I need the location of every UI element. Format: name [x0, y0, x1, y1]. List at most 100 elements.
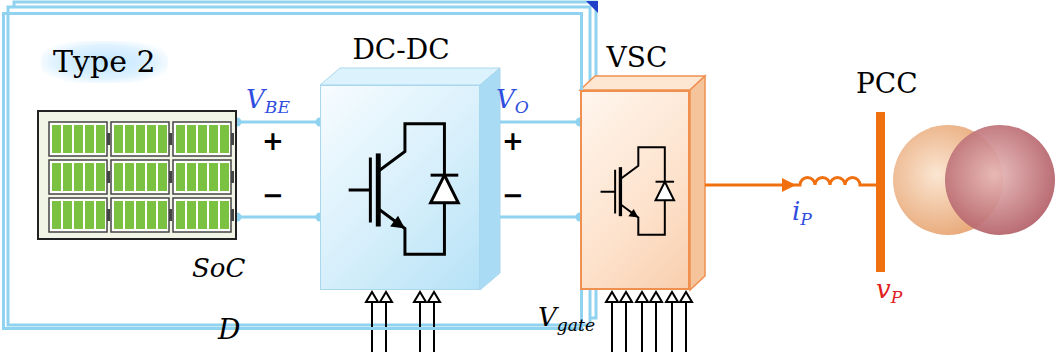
cell-bar [85, 163, 94, 191]
cell-bar [96, 163, 105, 191]
cell-bar [220, 201, 229, 229]
vsc-converter: VSC [580, 90, 690, 290]
cell-bar [176, 125, 185, 153]
cell-bar [136, 163, 145, 191]
igbt-symbol [582, 92, 688, 288]
cell-bar [52, 163, 61, 191]
cell-bar [187, 125, 196, 153]
signal-label: Vgate [538, 304, 595, 330]
battery-cell [111, 198, 169, 232]
cell-bar [74, 125, 83, 153]
battery-cell [173, 198, 231, 232]
cell-bar [85, 125, 94, 153]
cell-bar [74, 201, 83, 229]
cell-bar [125, 163, 134, 191]
cell-terminal [169, 209, 172, 221]
subscript: O [515, 97, 529, 117]
collector [620, 147, 664, 181]
cell-bar [136, 125, 145, 153]
subscript: P [891, 287, 903, 307]
cell-bar [158, 163, 167, 191]
emitter-arrow [628, 209, 638, 218]
igbt-lines [601, 147, 675, 234]
box-side-face [690, 76, 705, 290]
battery-cell [173, 122, 231, 156]
igbt-lines [349, 124, 459, 254]
cell-terminal [231, 133, 234, 145]
battery-cell [173, 160, 231, 194]
box-top-face [580, 76, 705, 90]
polarity-sign: − [262, 182, 284, 208]
cell-terminal [107, 133, 110, 145]
voltage-label: VBE [246, 86, 290, 112]
collector [378, 124, 444, 175]
channel [619, 167, 622, 216]
cell-bar [220, 163, 229, 191]
signal-label: D [218, 316, 240, 344]
cell-bar [187, 163, 196, 191]
cell-bar [147, 125, 156, 153]
subscript: BE [265, 97, 290, 117]
battery-cell [111, 122, 169, 156]
cell-bar [209, 201, 218, 229]
cell-bar [114, 125, 123, 153]
dcdc-converter: DC-DC [320, 85, 480, 290]
battery-cell [49, 122, 107, 156]
cell-bar [198, 163, 207, 191]
cell-bar [85, 201, 94, 229]
cell-bar [125, 125, 134, 153]
wire [237, 216, 320, 219]
cell-terminal [169, 171, 172, 183]
cell-terminal [231, 209, 234, 221]
cell-bar [198, 201, 207, 229]
cell-bar [52, 201, 61, 229]
polarity-sign: + [502, 128, 524, 154]
transformer-winding [945, 125, 1055, 235]
cell-bar [63, 125, 72, 153]
gate-lead [349, 157, 371, 222]
current-label: iP [792, 198, 812, 224]
cell-bar [198, 125, 207, 153]
battery-cells [39, 112, 235, 238]
diode-body [656, 182, 675, 201]
cell-bar [125, 201, 134, 229]
emitter [620, 200, 664, 234]
cell-bar [176, 163, 185, 191]
cell-bar [136, 201, 145, 229]
battery-pack: SoC [37, 110, 237, 240]
cell-bar [209, 163, 218, 191]
polarity-sign: − [502, 182, 524, 208]
cell-bar [158, 201, 167, 229]
battery-cell [49, 160, 107, 194]
voltage-label: VO [496, 86, 529, 112]
corner-mark [586, 1, 598, 13]
cell-bar [176, 201, 185, 229]
wire [500, 121, 580, 124]
cell-bar [209, 125, 218, 153]
cell-bar [147, 201, 156, 229]
cell-bar [52, 125, 61, 153]
back-frame [8, 7, 590, 325]
cell-terminal [231, 171, 234, 183]
dc-wire [500, 118, 585, 222]
channel [376, 153, 381, 226]
cell-bar [63, 201, 72, 229]
dc-wire [233, 118, 325, 222]
emitter [378, 203, 444, 254]
cell-bar [114, 163, 123, 191]
cell-terminal [169, 133, 172, 145]
converter-title: DC-DC [311, 36, 491, 64]
soc-label: SoC [192, 255, 245, 281]
cell-terminal [107, 209, 110, 221]
gate-arrows [606, 292, 692, 352]
cell-terminal [107, 171, 110, 183]
wire [500, 216, 580, 219]
battery-cell [49, 198, 107, 232]
cell-bar [96, 125, 105, 153]
box-top-face [320, 68, 500, 85]
ac-line [705, 178, 876, 192]
igbt-symbol [321, 86, 479, 289]
cell-bar [114, 201, 123, 229]
polarity-sign: + [262, 128, 284, 154]
